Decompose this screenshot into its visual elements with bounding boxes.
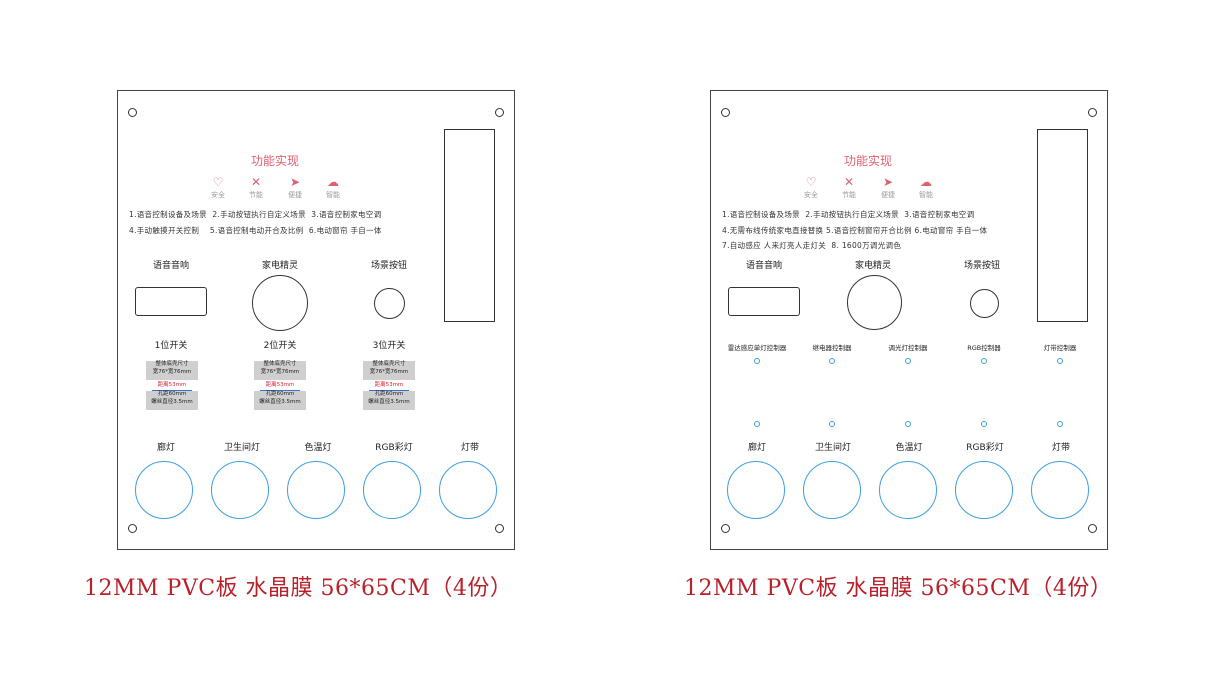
mount-hole bbox=[128, 108, 137, 117]
feature-line: 4.手动触摸开关控制 5.语音控制电动开合及比例 6.电动窗帘 手自一体 bbox=[129, 226, 382, 235]
dim-line: 孔距60mm bbox=[265, 391, 295, 397]
heart-icon: ♡安全 bbox=[211, 175, 225, 200]
mount-hole bbox=[495, 108, 504, 117]
dim-line: 宽76*宽76mm bbox=[260, 368, 300, 375]
dim-line: 螺丝直径3.5mm bbox=[368, 398, 410, 405]
section-label: 场景按钮 bbox=[963, 261, 1000, 271]
speaker-slot bbox=[135, 287, 207, 316]
light-label: 灯带 bbox=[1051, 443, 1070, 453]
controller-label: RGB控制器 bbox=[967, 344, 1001, 352]
scene-button-slot bbox=[970, 289, 999, 318]
dim-line: 孔距60mm bbox=[157, 391, 187, 397]
indicator-hole bbox=[1057, 421, 1063, 427]
indicator-hole bbox=[1057, 358, 1063, 364]
mount-hole bbox=[128, 524, 137, 533]
controller-label: 调光灯控制器 bbox=[888, 344, 928, 352]
dim-distance: 距离53mm bbox=[374, 382, 404, 388]
controller-label: 灯带控制器 bbox=[1043, 344, 1077, 352]
cloud-icon: ☁智能 bbox=[919, 175, 933, 200]
light-label: 廊灯 bbox=[156, 443, 175, 453]
section-label: 语音音响 bbox=[745, 261, 782, 271]
indicator-hole bbox=[829, 421, 835, 427]
dim-line: 宽76*宽76mm bbox=[369, 368, 409, 375]
mount-hole bbox=[721, 524, 730, 533]
indicator-hole bbox=[981, 421, 987, 427]
dim-line: 螺丝直径3.5mm bbox=[151, 398, 193, 405]
dim-distance: 距离53mm bbox=[265, 382, 295, 388]
panel-left: 功能实现 ♡安全 ✕节能 ➤便捷 ☁智能 1.语音控制设备及场景 2.手动按钮执… bbox=[117, 90, 515, 550]
heart-icon: ♡安全 bbox=[804, 175, 818, 200]
caption-left: 12MM PVC板 水晶膜 56*65CM（4份） bbox=[84, 576, 513, 601]
mount-hole bbox=[1088, 108, 1097, 117]
light-switch-hole bbox=[287, 461, 345, 519]
panel-right: 功能实现 ♡安全 ✕节能 ➤便捷 ☁智能 1.语音控制设备及场景 2.手动按钮执… bbox=[710, 90, 1108, 550]
mount-hole bbox=[495, 524, 504, 533]
caption-right: 12MM PVC板 水晶膜 56*65CM（4份） bbox=[684, 576, 1113, 601]
indicator-hole bbox=[981, 358, 987, 364]
light-label: 灯带 bbox=[460, 443, 479, 453]
feature-line: 4.无需布线传统家电直接替换 5.语音控制窗帘开合比例 6.电动窗帘 手自一体 bbox=[722, 226, 988, 235]
cross-icon: ✕节能 bbox=[249, 175, 263, 200]
light-label: 色温灯 bbox=[304, 443, 332, 453]
light-switch-hole bbox=[439, 461, 497, 519]
switch-label: 3位开关 bbox=[372, 341, 406, 351]
dim-line: 宽76*宽76mm bbox=[152, 368, 192, 375]
cross-icon: ✕节能 bbox=[842, 175, 856, 200]
indicator-hole bbox=[829, 358, 835, 364]
controller-label: 继电器控制器 bbox=[812, 344, 852, 352]
func-title: 功能实现 bbox=[843, 154, 892, 168]
dim-line: 整体底壳尺寸 bbox=[263, 361, 297, 367]
mount-hole bbox=[721, 108, 730, 117]
indicator-hole bbox=[905, 421, 911, 427]
light-switch-hole bbox=[211, 461, 269, 519]
section-label: 家电精灵 bbox=[261, 261, 298, 271]
light-switch-hole bbox=[955, 461, 1013, 519]
light-switch-hole bbox=[727, 461, 785, 519]
light-label: 卫生间灯 bbox=[223, 443, 260, 453]
switch-label: 2位开关 bbox=[263, 341, 297, 351]
dim-line: 整体底壳尺寸 bbox=[155, 361, 189, 367]
tall-slot bbox=[444, 129, 495, 322]
speaker-slot bbox=[728, 287, 800, 316]
light-switch-hole bbox=[363, 461, 421, 519]
light-label: 卫生间灯 bbox=[814, 443, 851, 453]
section-label: 场景按钮 bbox=[370, 261, 407, 271]
scene-button-slot bbox=[374, 288, 405, 319]
switch-label: 1位开关 bbox=[154, 341, 188, 351]
light-label: RGB彩灯 bbox=[966, 443, 1004, 453]
dim-line: 孔距60mm bbox=[374, 391, 404, 397]
section-label: 语音音响 bbox=[152, 261, 189, 271]
cloud-icon: ☁智能 bbox=[326, 175, 340, 200]
paper-plane-icon: ➤便捷 bbox=[881, 175, 895, 200]
appliance-slot bbox=[847, 275, 902, 330]
controller-label: 雷达感应单灯控制器 bbox=[727, 344, 787, 352]
paper-plane-icon: ➤便捷 bbox=[288, 175, 302, 200]
feature-line: 1.语音控制设备及场景 2.手动按钮执行自定义场景 3.语音控制家电空调 bbox=[129, 210, 382, 219]
tall-slot bbox=[1037, 129, 1088, 322]
mount-hole bbox=[1088, 524, 1097, 533]
dim-line: 整体底壳尺寸 bbox=[372, 361, 406, 367]
light-switch-hole bbox=[135, 461, 193, 519]
indicator-hole bbox=[754, 421, 760, 427]
light-switch-hole bbox=[879, 461, 937, 519]
indicator-hole bbox=[754, 358, 760, 364]
light-label: 廊灯 bbox=[747, 443, 766, 453]
light-switch-hole bbox=[803, 461, 861, 519]
feature-line: 1.语音控制设备及场景 2.手动按钮执行自定义场景 3.语音控制家电空调 bbox=[722, 210, 975, 219]
dim-line: 螺丝直径3.5mm bbox=[259, 398, 301, 405]
light-switch-hole bbox=[1031, 461, 1089, 519]
indicator-hole bbox=[905, 358, 911, 364]
light-label: 色温灯 bbox=[895, 443, 923, 453]
feature-line: 7.自动感应 人来灯亮人走灯关 8. 1600万调光调色 bbox=[722, 241, 902, 250]
light-label: RGB彩灯 bbox=[375, 443, 413, 453]
dim-distance: 距离53mm bbox=[157, 382, 187, 388]
appliance-slot bbox=[252, 275, 308, 331]
section-label: 家电精灵 bbox=[854, 261, 891, 271]
func-title: 功能实现 bbox=[250, 154, 299, 168]
